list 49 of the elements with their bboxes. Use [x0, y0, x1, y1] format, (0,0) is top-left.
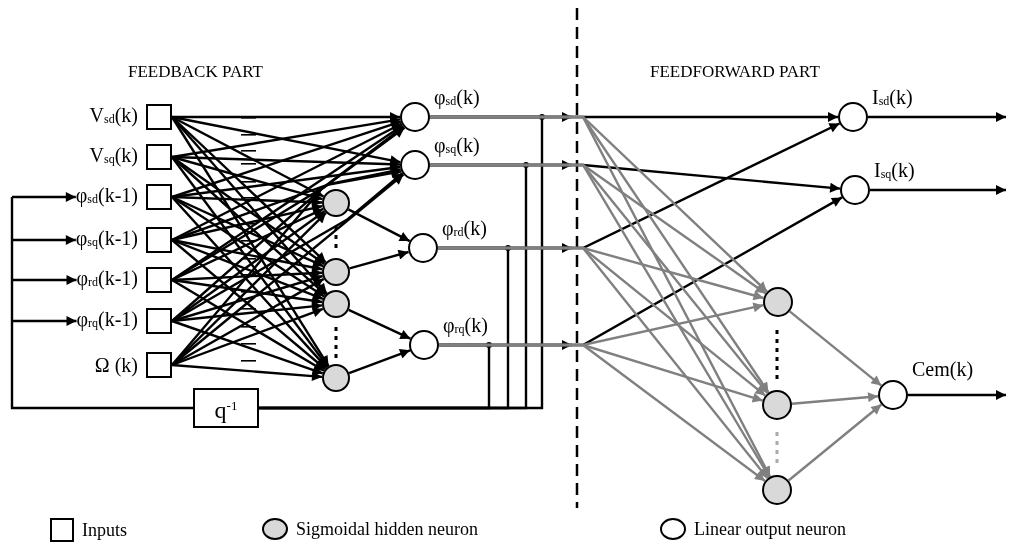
arrow — [788, 310, 883, 387]
feedback-line — [12, 235, 76, 245]
feedback-line — [12, 316, 77, 326]
neuron-label: φ$_{rd}$(k) — [442, 217, 487, 242]
neuron-label: I$_{sq}$(k) — [874, 159, 915, 183]
legend-label: Inputs — [82, 519, 127, 541]
section-heading: FEEDFORWARD PART — [650, 62, 820, 82]
legend-label: Linear output neuron — [694, 518, 846, 540]
hidden-neuron — [762, 475, 792, 505]
arrow — [348, 349, 411, 375]
arrow — [791, 392, 879, 405]
input-label: Ω (k) — [94, 354, 138, 376]
hidden-neuron — [322, 364, 350, 392]
neuron-label: φ$_{rq}$(k) — [443, 314, 488, 339]
hidden-neuron — [322, 189, 350, 217]
arrow — [171, 239, 327, 370]
hidden-neuron — [322, 290, 350, 318]
arrow — [171, 363, 323, 382]
arrow — [171, 116, 401, 159]
legend-label: Sigmoidal hidden neuron — [296, 518, 478, 540]
arrow — [787, 403, 883, 482]
neuron-label: φ$_{sq}$(k) — [434, 134, 480, 159]
arrow — [870, 185, 1006, 195]
feedback-line — [12, 275, 77, 285]
input-label: φ$_{rq}$(k-1) — [76, 308, 138, 333]
arrow — [171, 319, 324, 375]
arrow — [438, 246, 769, 480]
neuron-label: Cem(k) — [912, 358, 974, 383]
arrow — [439, 343, 766, 482]
arrow — [908, 390, 1006, 400]
neuron-label: φ$_{sd}$(k) — [434, 86, 480, 111]
input-label: φ$_{sd}$(k-1) — [75, 184, 138, 209]
neuron-label: I$_{sd}$(k) — [872, 86, 913, 110]
hidden-neuron — [763, 287, 793, 317]
arrow — [349, 249, 409, 270]
section-heading: FEEDBACK PART — [128, 62, 263, 82]
arrow — [868, 112, 1006, 122]
input-label: V$_{sd}$(k) — [89, 104, 138, 129]
input-label: φ$_{sq}$(k-1) — [75, 227, 138, 252]
feedback-line — [12, 192, 76, 202]
arrow — [171, 120, 402, 199]
input-label: V$_{sq}$(k) — [89, 144, 138, 169]
arrow — [347, 208, 411, 243]
hidden-neuron — [322, 258, 350, 286]
delay-block: q$^{-1}$ — [193, 388, 259, 428]
arrow — [348, 308, 411, 340]
feedback-line — [10, 197, 193, 410]
hidden-neuron — [762, 390, 792, 420]
input-label: φ$_{rd}$(k-1) — [76, 267, 138, 292]
